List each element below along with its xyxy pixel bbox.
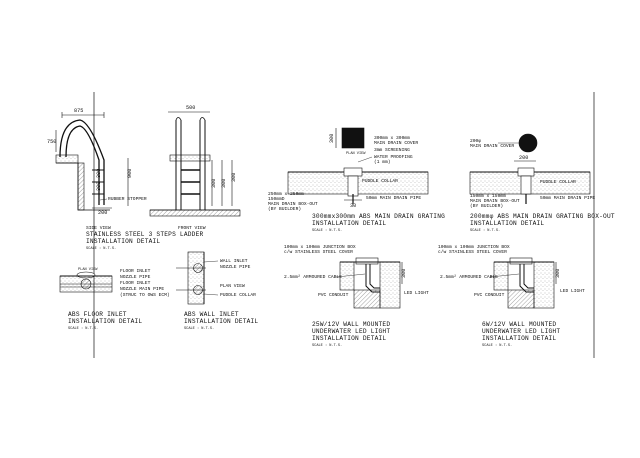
wi-scale: SCALE : N.T.S.: [184, 327, 214, 331]
label-pipe-200: 50mm MAIN DRAIN PIPE: [540, 195, 595, 201]
label-6w-conduit: PVC CONDUIT: [474, 292, 505, 298]
fi-scale: SCALE : N.T.S.: [68, 327, 98, 331]
label-25w-box: 100mm x 100mm JUNCTION BOX: [284, 244, 356, 250]
label-25w-conduit: PVC CONDUIT: [318, 292, 349, 298]
label-screening: 3mm SCREENING: [374, 147, 410, 153]
label-cover2-200: MAIN DRAIN COVER: [470, 143, 514, 149]
label-6w-led: LED LIGHT: [560, 288, 585, 294]
led25-title: 25W/12V WALL MOUNTED: [312, 321, 390, 328]
label-plan-view-drain: PLAN VIEW: [346, 152, 366, 156]
dim-300a: 300: [96, 169, 102, 178]
led-6w-detail: 100mm x 100mm JUNCTION BOX c/w STAINLESS…: [438, 244, 585, 348]
fi-title-2: INSTALLATION DETAIL: [68, 318, 142, 325]
led25-title-2: UNDERWATER LED LIGHT: [312, 328, 390, 335]
label-waterproof: WATER PROOFING: [374, 154, 413, 160]
wi-title-2: INSTALLATION DETAIL: [184, 318, 258, 325]
main-drain-200-detail: 200φ MAIN DRAIN COVER 200 PUDDLE COLLAR …: [469, 133, 615, 233]
dim-300d: 300: [221, 179, 227, 188]
main-drain-300-detail: 300 PLAN VIEW 300mm x 300mm MAIN DRAIN C…: [268, 127, 445, 233]
label-boxout4: (BY BUILDER): [268, 206, 301, 212]
drain300-scale: SCALE : N.T.S.: [312, 229, 342, 233]
label-25w-cable: 2.5mm² ARMOURED CABLE: [284, 274, 342, 280]
dim-300b: 300: [96, 182, 102, 191]
label-plan-view-fi: PLAN VIEW: [78, 268, 98, 272]
label-fi-b: NOZZLE PIPE: [120, 274, 151, 280]
dim-875: 875: [74, 108, 83, 114]
label-6w-box2: c/w STAINLESS STEEL COVER: [438, 249, 507, 255]
label-stopper: RUBBER STOPPER: [108, 196, 147, 202]
drain-cover-round: [518, 133, 538, 153]
label-boxout: 250mm x 250mm: [268, 191, 304, 197]
fi-title: ABS FLOOR INLET: [68, 311, 127, 318]
label-fi-c: FLOOR INLET: [120, 280, 151, 286]
label-cover2: MAIN DRAIN COVER: [374, 140, 418, 146]
dim-500: 500: [186, 105, 195, 111]
label-wi-collar: PUDDLE COLLAR: [220, 292, 256, 298]
label-fi-d: NOZZLE MAIN PIPE: [120, 286, 164, 292]
drain200-scale: SCALE : N.T.S.: [470, 229, 500, 233]
label-boxout3: MAIN DRAIN BOX-OUT: [268, 201, 318, 207]
led6-title: 6W/12V WALL MOUNTED: [482, 321, 556, 328]
led6-scale: SCALE : N.T.S.: [482, 344, 512, 348]
ladder-scale: SCALE : N.T.S.: [86, 247, 116, 251]
ladder-detail: 875 750 300 300 900 RUBBER STOPPER 200 S…: [47, 105, 241, 251]
wi-title: ABS WALL INLET: [184, 311, 239, 318]
dim-900: 900: [127, 169, 133, 178]
drain300-title: 300mmx300mm ABS MAIN DRAIN GRATING: [312, 213, 445, 220]
dim-200-drain: 200: [519, 155, 528, 161]
led25-title-3: INSTALLATION DETAIL: [312, 335, 386, 342]
label-wi-b: NOZZLE PIPE: [220, 264, 251, 270]
drain300-title-2: INSTALLATION DETAIL: [312, 220, 386, 227]
led25-scale: SCALE : N.T.S.: [312, 344, 342, 348]
label-wi-plan: PLAN VIEW: [220, 283, 245, 289]
dim-30: 30: [350, 203, 356, 209]
label-boxout2: 150mmD: [268, 196, 285, 202]
label-25w-box2: c/w STAINLESS STEEL COVER: [284, 249, 353, 255]
wall-inlet-detail: WALL INLET NOZZLE PIPE PLAN VIEW PUDDLE …: [176, 251, 258, 331]
label-wi-a: WALL INLET: [220, 258, 248, 264]
label-6w-box: 100mm x 100mm JUNCTION BOX: [438, 244, 510, 250]
label-side-view: SIDE VIEW: [86, 225, 111, 231]
label-collar-200: PUDDLE COLLAR: [540, 179, 576, 185]
drain-cover-plan: [341, 127, 365, 149]
dim-25w-300: 300: [401, 269, 407, 278]
ladder-title: STAINLESS STEEL 3 STEPS LADDER: [86, 231, 203, 238]
label-25w-led: LED LIGHT: [404, 290, 429, 296]
label-front-view: FRONT VIEW: [178, 225, 206, 231]
dim-300-v: 300: [329, 134, 335, 143]
ladder-title-2: INSTALLATION DETAIL: [86, 238, 160, 245]
label-fi-a: FLOOR INLET: [120, 268, 151, 274]
dim-300c: 300: [211, 179, 217, 188]
dim-6w-300: 300: [555, 269, 561, 278]
drain200-title-2: INSTALLATION DETAIL: [470, 220, 544, 227]
led-25w-detail: 100mm x 100mm JUNCTION BOX c/w STAINLESS…: [284, 244, 429, 348]
dim-300e: 300: [231, 173, 237, 182]
dim-200: 200: [98, 210, 107, 216]
label-fi-e: (STRUC TO OWS ECM): [120, 292, 170, 298]
floor-inlet-detail: PLAN VIEW FLOOR INLET NOZZLE PIPE FLOOR …: [59, 268, 170, 331]
label-pipe: 50mm MAIN DRAIN PIPE: [366, 195, 421, 201]
label-boxout2-200: MAIN DRAIN BOX-OUT: [470, 198, 520, 204]
label-boxout-200: 150mm x 150mm: [470, 193, 506, 199]
label-cover-200: 200φ: [470, 138, 481, 144]
led6-title-2: UNDERWATER LED LIGHT: [482, 328, 560, 335]
drain200-title: 200mmφ ABS MAIN DRAIN GRATING BOX-OUT: [470, 213, 615, 220]
label-6w-cable: 2.5mm² ARMOURED CABLE: [440, 274, 498, 280]
led6-title-3: INSTALLATION DETAIL: [482, 335, 556, 342]
label-boxout3-200: (BY BUILDER): [470, 203, 503, 209]
dim-750: 750: [47, 139, 56, 145]
label-collar: PUDDLE COLLAR: [362, 178, 398, 184]
label-cover: 300mm x 300mm: [374, 135, 410, 141]
label-waterproof2: (1 mm): [374, 159, 391, 165]
